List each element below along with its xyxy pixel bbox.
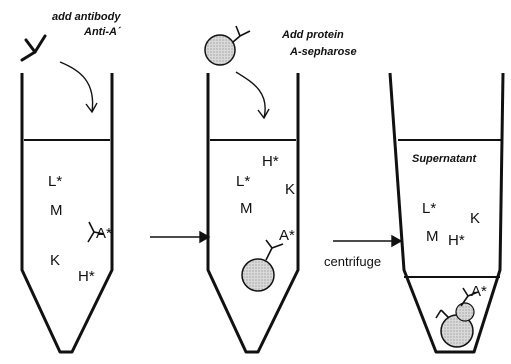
tube3-antigen: A* (471, 283, 487, 300)
step1-caption-line2: Anti-A´ (83, 26, 122, 38)
protein-a-sepharose-icon (205, 26, 250, 65)
arrow-1-to-2 (150, 232, 209, 242)
tube1-label-h: H* (78, 268, 95, 285)
curved-arrow-2 (236, 72, 269, 118)
step1-caption-line1: add antibody (52, 11, 121, 23)
tube1-antigen: A* (96, 225, 112, 242)
tube3-label-l: L* (422, 200, 436, 217)
tube3-label-m: M (426, 228, 439, 245)
curved-arrow-1 (60, 62, 97, 112)
arrow-2-to-3 (333, 236, 401, 246)
antibody-icon (22, 36, 45, 60)
tube1-label-m: M (50, 202, 63, 219)
tube2-label-l: L* (236, 173, 250, 190)
tube-3 (390, 73, 503, 352)
tube1-label-k: K (50, 252, 60, 269)
tube2-bead-complex (242, 240, 283, 291)
centrifuge-label: centrifuge (324, 254, 381, 269)
tube2-label-h: H* (262, 153, 279, 170)
tube3-label-k: K (470, 210, 480, 227)
tube1-label-l: L* (48, 173, 62, 190)
tube3-label-h: H* (448, 232, 465, 249)
step2-caption-line1: Add protein (281, 29, 344, 41)
tube2-label-k: K (285, 181, 295, 198)
tube2-antigen: A* (279, 227, 295, 244)
tube-1 (22, 73, 112, 352)
tube-2 (208, 73, 298, 352)
step2-caption-line2: A-sepharose (289, 46, 357, 58)
tube2-label-m: M (240, 200, 253, 217)
supernatant-label: Supernatant (412, 153, 478, 165)
